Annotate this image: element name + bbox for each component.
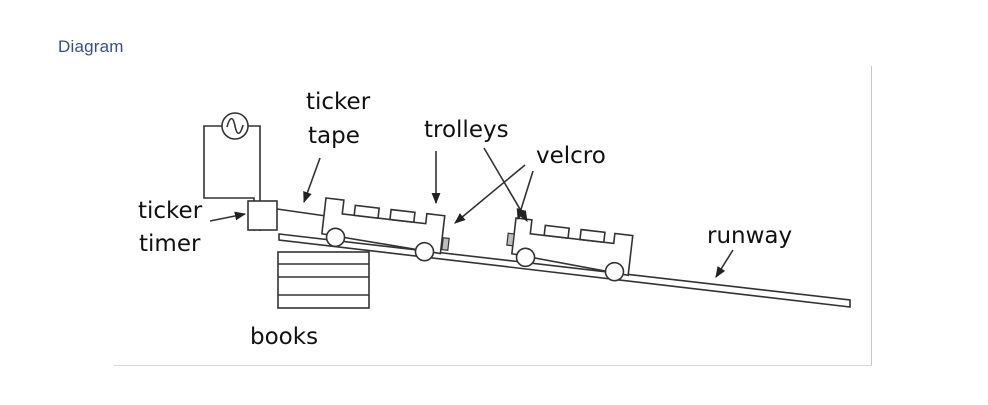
velcro-pad-2 <box>506 232 515 247</box>
velcro-arrow-1 <box>454 164 526 224</box>
label-ticker-timer-line1: ticker <box>138 198 203 224</box>
trolley-1 <box>320 197 450 262</box>
frame-border-bottom <box>114 365 872 366</box>
books-stack <box>277 251 370 309</box>
ticker-timer-box <box>247 200 278 231</box>
label-velcro: velcro <box>536 143 606 169</box>
ticker-timer-arrow <box>209 211 247 222</box>
runway-arrow <box>715 249 734 278</box>
label-books: books <box>250 324 318 350</box>
trolley-2 <box>506 217 634 282</box>
label-ticker-tape-line2: tape <box>308 123 360 149</box>
label-runway: runway <box>707 223 792 249</box>
ticker-tape-line <box>276 208 327 217</box>
frame-border-right <box>871 66 872 366</box>
velcro-arrow-2 <box>516 170 534 221</box>
label-ticker-timer-line2: timer <box>139 231 201 257</box>
velcro-pad-1 <box>441 237 450 252</box>
page-heading: Diagram <box>58 37 124 56</box>
label-trolleys: trolleys <box>424 117 509 143</box>
label-ticker-tape-line1: ticker <box>306 89 371 115</box>
ticker-tape-arrow <box>303 157 321 204</box>
